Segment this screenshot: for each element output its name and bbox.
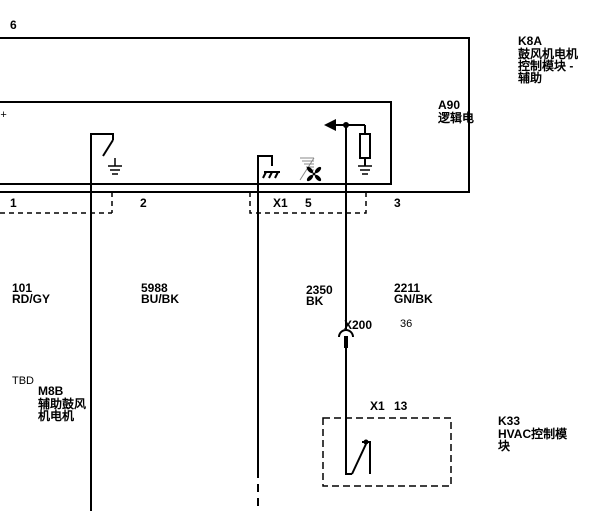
wire-2350-lower [345,338,352,475]
connector-dashes [0,192,367,214]
splice-ref: X200 [344,318,372,332]
wire-2211-circuit: 2211 [394,281,420,295]
pin-2: 2 [140,196,147,210]
splice-pin: 36 [400,318,412,330]
b-plus-label: B+ [0,109,7,121]
wire-2350-circuit: 2350 [306,283,333,297]
a90-logic-box [0,101,392,185]
top-left-number: 6 [10,18,17,32]
wire-2211-color: GN/BK [394,292,433,306]
k33-module-box [322,417,452,487]
chassis-ground-icon [257,155,280,511]
splice-x200-pin [344,336,348,348]
k8a-module-box [0,37,470,193]
wire-101-color: RD/GY [12,292,50,306]
k33-pin: 13 [394,399,408,413]
arrow-left-icon [324,119,365,131]
m8b-name-line-1: 辅助鼓风 [38,396,86,411]
a90-ref: A90 [438,98,460,112]
pin-3: 3 [394,196,401,210]
resistor-icon [359,125,371,166]
m8b-tbd: TBD [12,375,34,387]
wire-5988-color: BU/BK [141,292,179,306]
splice-x200 [338,329,354,338]
pin-1: 1 [10,196,17,210]
relay-switch-left [90,133,114,511]
k8a-name-line-2: 控制模块 - [518,58,573,73]
k8a-ref: K8A [518,34,542,48]
fan-icon [299,157,322,182]
a90-name: 逻辑电 [438,110,474,125]
k8a-name-line-1: 鼓风机电机 [518,46,578,61]
switch-icon [351,441,371,475]
wire-5988-circuit: 5988 [141,281,168,295]
k33-connector: X1 [370,399,385,413]
k33-ref: K33 [498,414,520,428]
ground-icon-2 [358,165,372,175]
switch-contact [363,439,369,445]
m8b-name-line-2: 机电机 [38,408,74,423]
k33-name-line-1: HVAC控制模 [498,426,568,441]
wire-2350-color: BK [306,294,324,308]
k33-name-line-2: 块 [498,438,511,453]
m8b-ref: M8B [38,384,64,398]
k8a-name-line-3: 辅助 [518,70,542,85]
x1-connector-label: X1 [273,196,288,210]
ground-icon [108,158,122,175]
wire-101-circuit: 101 [12,281,32,295]
pin-5: 5 [305,196,312,210]
